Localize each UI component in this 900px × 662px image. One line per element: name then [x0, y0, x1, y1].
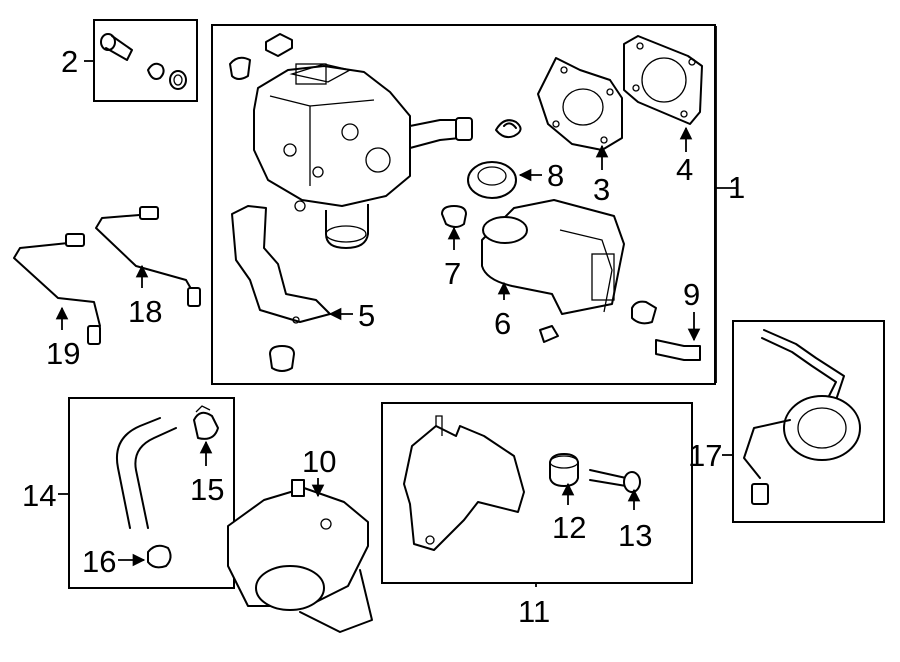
part-19-brake-line[interactable]: [13, 233, 101, 345]
callout-4: 4: [676, 152, 693, 187]
part-17-sensor-harness[interactable]: [743, 329, 861, 505]
part-14-hose[interactable]: [116, 417, 177, 529]
part-10-pump-motor[interactable]: [227, 479, 373, 633]
callout-11: 11: [518, 594, 550, 629]
part-4-gasket[interactable]: [623, 35, 703, 125]
callout-7: 7: [444, 256, 461, 291]
clip[interactable]: [495, 119, 522, 139]
callout-16: 16: [82, 544, 116, 579]
part-5-bracket[interactable]: [231, 205, 331, 372]
part-8-reservoir-cap[interactable]: [467, 161, 517, 199]
part-12-bushing[interactable]: [549, 453, 579, 487]
part-11-mounting-bracket[interactable]: [403, 415, 525, 551]
callout-18: 18: [128, 294, 162, 329]
part-3-gasket[interactable]: [537, 57, 623, 151]
callout-17: 17: [688, 438, 722, 473]
callout-12: 12: [552, 510, 586, 545]
callout-2: 2: [61, 44, 78, 79]
callout-14: 14: [22, 478, 56, 513]
callout-19: 19: [46, 336, 80, 371]
part-16-hose-clamp[interactable]: [147, 544, 172, 569]
part-1-brake-actuator[interactable]: [229, 33, 473, 249]
group-box-hose: [68, 397, 235, 589]
group-box-main-assembly: [211, 24, 716, 385]
callout-9: 9: [683, 277, 700, 312]
part-13-bolt[interactable]: [589, 469, 641, 493]
part-6-reservoir[interactable]: [481, 199, 625, 343]
group-box-sensor: [732, 320, 885, 523]
part-7-grommet[interactable]: [441, 205, 467, 228]
callout-15: 15: [190, 472, 224, 507]
callout-10: 10: [302, 444, 336, 479]
leader-lines: [55, 26, 736, 587]
part-2-fittings[interactable]: [100, 33, 187, 90]
callout-3: 3: [593, 172, 610, 207]
part-9-sensor-plug[interactable]: [631, 300, 701, 361]
group-box-bracket: [381, 402, 693, 584]
part-15-hose-clamp[interactable]: [193, 405, 219, 440]
part-18-brake-line[interactable]: [95, 206, 201, 307]
callout-1: 1: [728, 170, 745, 205]
callout-8: 8: [547, 158, 564, 193]
callout-6: 6: [494, 306, 511, 341]
callout-13: 13: [618, 518, 652, 553]
callout-5: 5: [358, 298, 375, 333]
